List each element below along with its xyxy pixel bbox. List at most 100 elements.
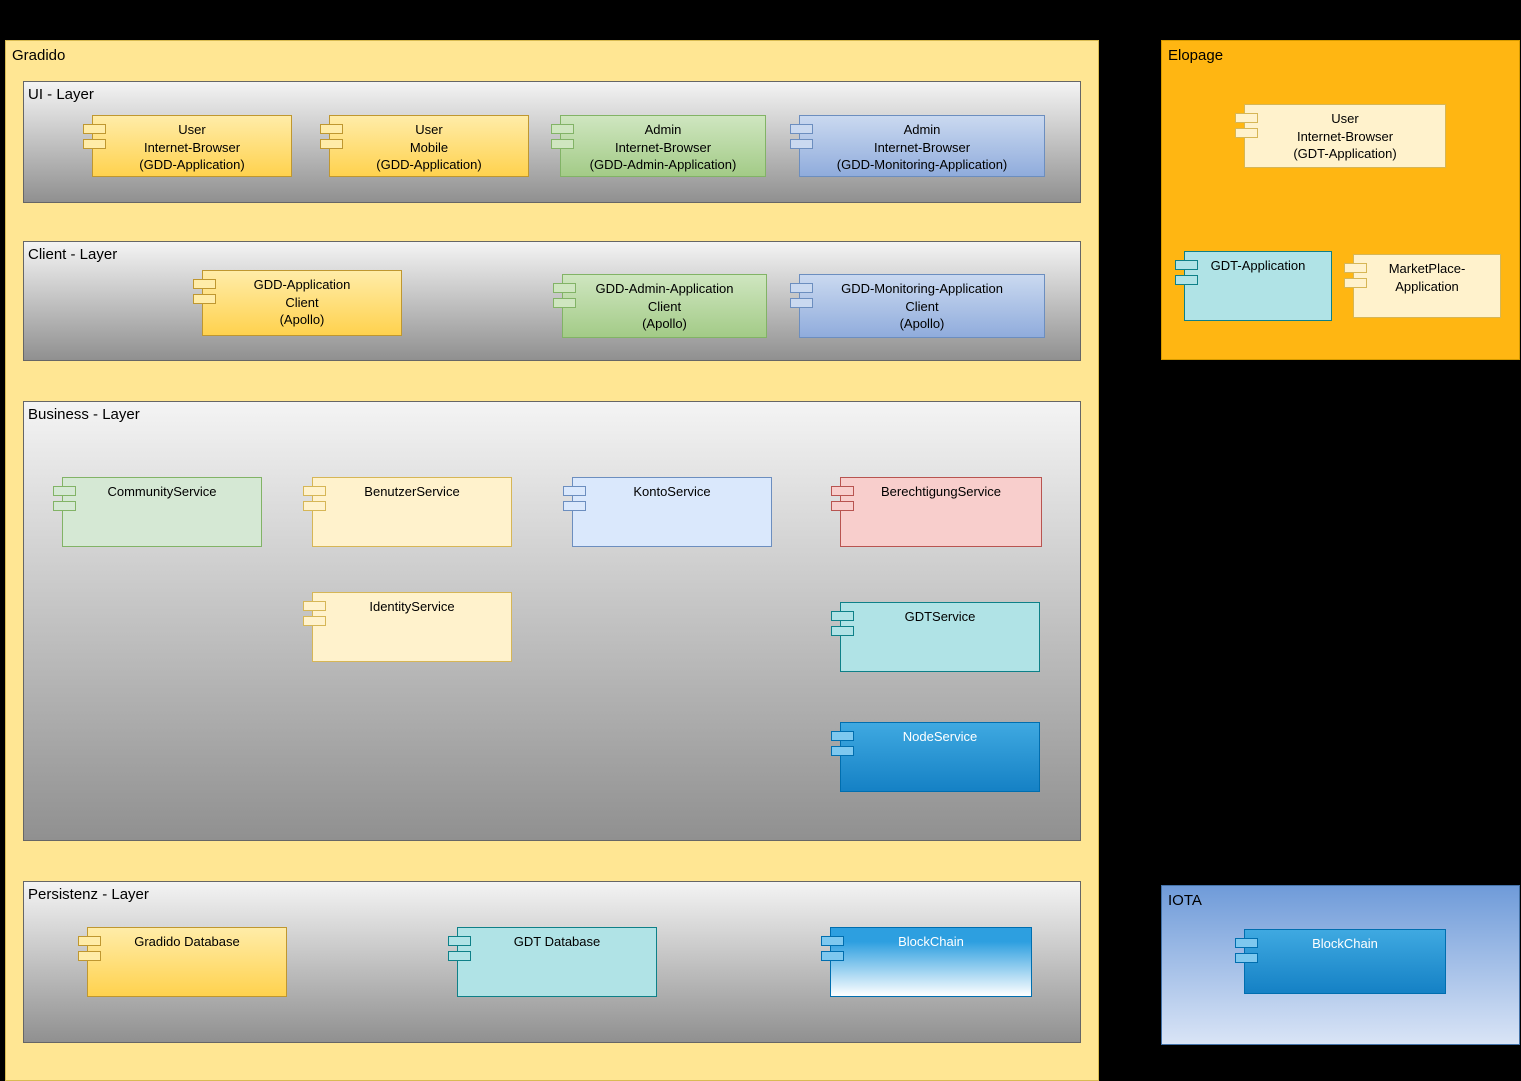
component-label: GDT Database bbox=[513, 934, 601, 949]
component-icon bbox=[1235, 113, 1258, 138]
ui-layer: UI - Layer User Internet-Browser (GDD-Ap… bbox=[23, 81, 1081, 203]
component-tab-icon bbox=[1344, 263, 1367, 273]
component-tab-icon bbox=[303, 601, 326, 611]
component-label: BerechtigungService bbox=[881, 484, 1001, 499]
component-icon bbox=[553, 283, 576, 308]
component-tab-icon bbox=[821, 951, 844, 961]
component-icon bbox=[1344, 263, 1367, 288]
component-label: BlockChain bbox=[1312, 936, 1378, 951]
client-layer: Client - Layer GDD-Application Client (A… bbox=[23, 241, 1081, 361]
component-label: BlockChain bbox=[898, 934, 964, 949]
component-label: GDTService bbox=[904, 609, 976, 624]
component-icon bbox=[193, 279, 216, 304]
component-label: CommunityService bbox=[107, 484, 217, 499]
persistenz-layer: Persistenz - Layer Gradido Database GDT … bbox=[23, 881, 1081, 1043]
component-icon bbox=[78, 936, 101, 961]
component-tab-icon bbox=[563, 501, 586, 511]
component-icon bbox=[831, 731, 854, 756]
gradido-title: Gradido bbox=[12, 47, 66, 64]
component-tab-icon bbox=[790, 283, 813, 293]
component-tab-icon bbox=[551, 139, 574, 149]
component-benutzer-service: BenutzerService bbox=[303, 477, 512, 547]
component-tab-icon bbox=[831, 501, 854, 511]
elopage-container: Elopage User Internet-Browser (GDT-Appli… bbox=[1161, 40, 1520, 360]
component-tab-icon bbox=[821, 936, 844, 946]
component-label: User Internet-Browser (GDD-Application) bbox=[139, 122, 245, 173]
component-tab-icon bbox=[831, 486, 854, 496]
component-tab-icon bbox=[831, 626, 854, 636]
component-tab-icon bbox=[553, 283, 576, 293]
component-tab-icon bbox=[448, 951, 471, 961]
component-label: GDT-Application bbox=[1210, 258, 1306, 273]
component-tab-icon bbox=[53, 486, 76, 496]
component-icon bbox=[551, 124, 574, 149]
component-tab-icon bbox=[790, 124, 813, 134]
component-tab-icon bbox=[1235, 128, 1258, 138]
component-tab-icon bbox=[448, 936, 471, 946]
component-node-service: NodeService bbox=[831, 722, 1040, 792]
component-label: GDD-Monitoring-Application Client (Apoll… bbox=[841, 281, 1003, 332]
component-marketplace-application: MarketPlace- Application bbox=[1344, 254, 1501, 318]
component-tab-icon bbox=[320, 139, 343, 149]
component-label: BenutzerService bbox=[364, 484, 460, 499]
iota-container: IOTA BlockChain bbox=[1161, 885, 1520, 1045]
component-icon bbox=[831, 611, 854, 636]
component-gdd-application-client: GDD-Application Client (Apollo) bbox=[193, 270, 402, 336]
component-iota-blockchain: BlockChain bbox=[1235, 929, 1446, 994]
component-tab-icon bbox=[1235, 953, 1258, 963]
component-user-internet-browser-gdd: User Internet-Browser (GDD-Application) bbox=[83, 115, 292, 177]
component-label: KontoService bbox=[633, 484, 711, 499]
persistenz-layer-title: Persistenz - Layer bbox=[28, 886, 149, 903]
iota-title: IOTA bbox=[1168, 892, 1202, 909]
component-label: IdentityService bbox=[369, 599, 455, 614]
component-tab-icon bbox=[551, 124, 574, 134]
component-tab-icon bbox=[320, 124, 343, 134]
component-tab-icon bbox=[83, 139, 106, 149]
elopage-title: Elopage bbox=[1168, 47, 1224, 64]
component-gdd-monitoring-application-client: GDD-Monitoring-Application Client (Apoll… bbox=[790, 274, 1045, 338]
component-gradido-database: Gradido Database bbox=[78, 927, 287, 997]
component-tab-icon bbox=[53, 501, 76, 511]
component-tab-icon bbox=[303, 616, 326, 626]
client-layer-title: Client - Layer bbox=[28, 246, 118, 263]
component-icon bbox=[790, 124, 813, 149]
component-icon bbox=[448, 936, 471, 961]
component-tab-icon bbox=[563, 486, 586, 496]
gradido-container: Gradido UI - Layer User Internet-Browser… bbox=[5, 40, 1099, 1081]
component-label: GDD-Admin-Application Client (Apollo) bbox=[595, 281, 734, 332]
component-icon bbox=[1175, 260, 1198, 285]
component-tab-icon bbox=[1235, 938, 1258, 948]
component-label: User Internet-Browser (GDT-Application) bbox=[1293, 111, 1397, 162]
component-tab-icon bbox=[1175, 275, 1198, 285]
component-icon bbox=[563, 486, 586, 511]
component-icon bbox=[831, 486, 854, 511]
component-icon bbox=[821, 936, 844, 961]
component-label: Admin Internet-Browser (GDD-Monitoring-A… bbox=[836, 122, 1008, 173]
component-label: User Mobile (GDD-Application) bbox=[376, 122, 482, 173]
component-gdt-service: GDTService bbox=[831, 602, 1040, 672]
business-layer-title: Business - Layer bbox=[28, 406, 140, 423]
component-user-internet-browser-gdt: User Internet-Browser (GDT-Application) bbox=[1235, 104, 1446, 168]
component-user-mobile-gdd: User Mobile (GDD-Application) bbox=[320, 115, 529, 177]
component-icon bbox=[1235, 938, 1258, 963]
component-konto-service: KontoService bbox=[563, 477, 772, 547]
component-label: GDD-Application Client (Apollo) bbox=[253, 277, 351, 328]
business-layer: Business - Layer CommunityService Benutz… bbox=[23, 401, 1081, 841]
component-label: Admin Internet-Browser (GDD-Admin-Applic… bbox=[589, 122, 737, 173]
component-icon bbox=[53, 486, 76, 511]
component-tab-icon bbox=[303, 486, 326, 496]
component-tab-icon bbox=[83, 124, 106, 134]
component-gdt-database: GDT Database bbox=[448, 927, 657, 997]
component-tab-icon bbox=[790, 298, 813, 308]
component-label: Gradido Database bbox=[134, 934, 240, 949]
ui-layer-title: UI - Layer bbox=[28, 86, 94, 103]
component-berechtigung-service: BerechtigungService bbox=[831, 477, 1042, 547]
component-icon bbox=[303, 486, 326, 511]
component-tab-icon bbox=[1344, 278, 1367, 288]
component-admin-internet-browser-admin: Admin Internet-Browser (GDD-Admin-Applic… bbox=[551, 115, 766, 177]
component-tab-icon bbox=[303, 501, 326, 511]
component-tab-icon bbox=[193, 279, 216, 289]
component-admin-internet-browser-monitoring: Admin Internet-Browser (GDD-Monitoring-A… bbox=[790, 115, 1045, 177]
component-identity-service: IdentityService bbox=[303, 592, 512, 662]
component-tab-icon bbox=[831, 611, 854, 621]
